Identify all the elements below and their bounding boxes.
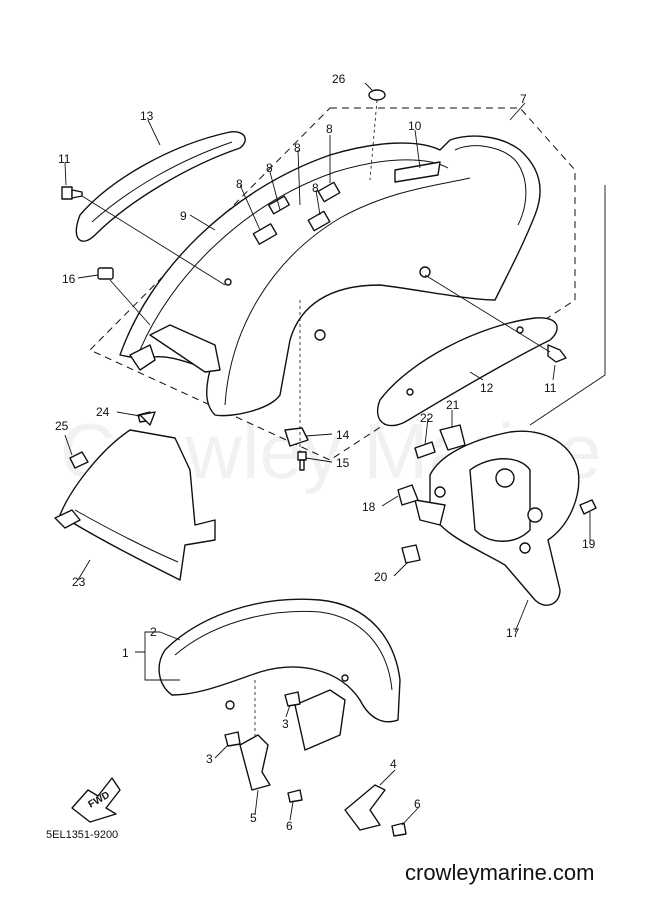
callout-21: 21 (446, 398, 460, 412)
callout-6-b: 6 (414, 797, 421, 811)
fender-bracket-right (344, 784, 386, 831)
bolt-3-a (284, 691, 301, 707)
bracket-18 (397, 484, 419, 506)
callout-14: 14 (336, 428, 350, 442)
callout-15: 15 (336, 456, 350, 470)
callout-8-c: 8 (266, 161, 273, 175)
callout-17: 17 (506, 626, 520, 640)
grab-rail-right (377, 317, 558, 427)
fwd-arrow-icon: FWD (71, 777, 121, 823)
grommet-16 (97, 267, 114, 280)
callout-22: 22 (420, 411, 434, 425)
website-text: crowleymarine.com (405, 860, 595, 885)
callout-16: 16 (62, 272, 76, 286)
screw-15 (297, 451, 307, 471)
taillight-group-boundary (529, 185, 606, 426)
callout-2: 2 (150, 625, 157, 639)
callout-8-e: 8 (312, 181, 319, 195)
callout-19: 19 (582, 537, 596, 551)
leader-lines (64, 82, 591, 826)
callout-11-left: 11 (58, 152, 71, 166)
callout-9: 9 (180, 209, 187, 223)
diagram-code: 5EL1351-9200 (46, 829, 118, 841)
callout-24: 24 (96, 405, 110, 419)
callout-labels: 26 7 13 10 8 8 8 8 8 11 9 16 11 12 25 24… (55, 72, 596, 833)
callout-18: 18 (362, 500, 376, 514)
bolt-11-right (547, 344, 567, 363)
callout-10: 10 (408, 119, 422, 133)
callout-8-b: 8 (294, 141, 301, 155)
fender-bracket-left (239, 734, 271, 791)
bolt-3-b (224, 731, 241, 747)
bolt-6-b (391, 822, 407, 837)
front-fender (158, 598, 401, 723)
callout-23: 23 (72, 575, 86, 589)
callout-13: 13 (140, 109, 154, 123)
clamp-21 (439, 424, 466, 451)
callout-26: 26 (332, 72, 346, 86)
centerline-1 (369, 99, 378, 181)
screw-22 (414, 441, 436, 459)
callout-1: 1 (122, 646, 129, 660)
bolt-11-left (61, 186, 83, 200)
callout-8-d: 8 (236, 177, 243, 191)
callout-11-right: 11 (544, 381, 557, 395)
rear-fender (119, 135, 541, 417)
callout-12: 12 (480, 381, 494, 395)
callout-7: 7 (520, 92, 527, 106)
callout-8-a: 8 (326, 122, 333, 136)
clip-14 (284, 427, 309, 447)
washer-26 (368, 89, 386, 101)
callout-3-b: 3 (206, 752, 213, 766)
assembly-boundary-dashed (89, 107, 576, 461)
rivet-24 (139, 411, 156, 426)
callout-6-a: 6 (286, 819, 293, 833)
callout-3-a: 3 (282, 717, 289, 731)
mudguard-panel (54, 411, 216, 581)
fender-stay (294, 689, 346, 751)
bolt-20 (401, 544, 421, 564)
callout-25: 25 (55, 419, 69, 433)
callout-5: 5 (250, 811, 257, 825)
callout-20: 20 (374, 570, 388, 584)
taillight-bracket (414, 430, 580, 606)
bolt-19 (579, 499, 597, 515)
callout-4: 4 (390, 757, 397, 771)
bolt-6-a (287, 789, 303, 803)
